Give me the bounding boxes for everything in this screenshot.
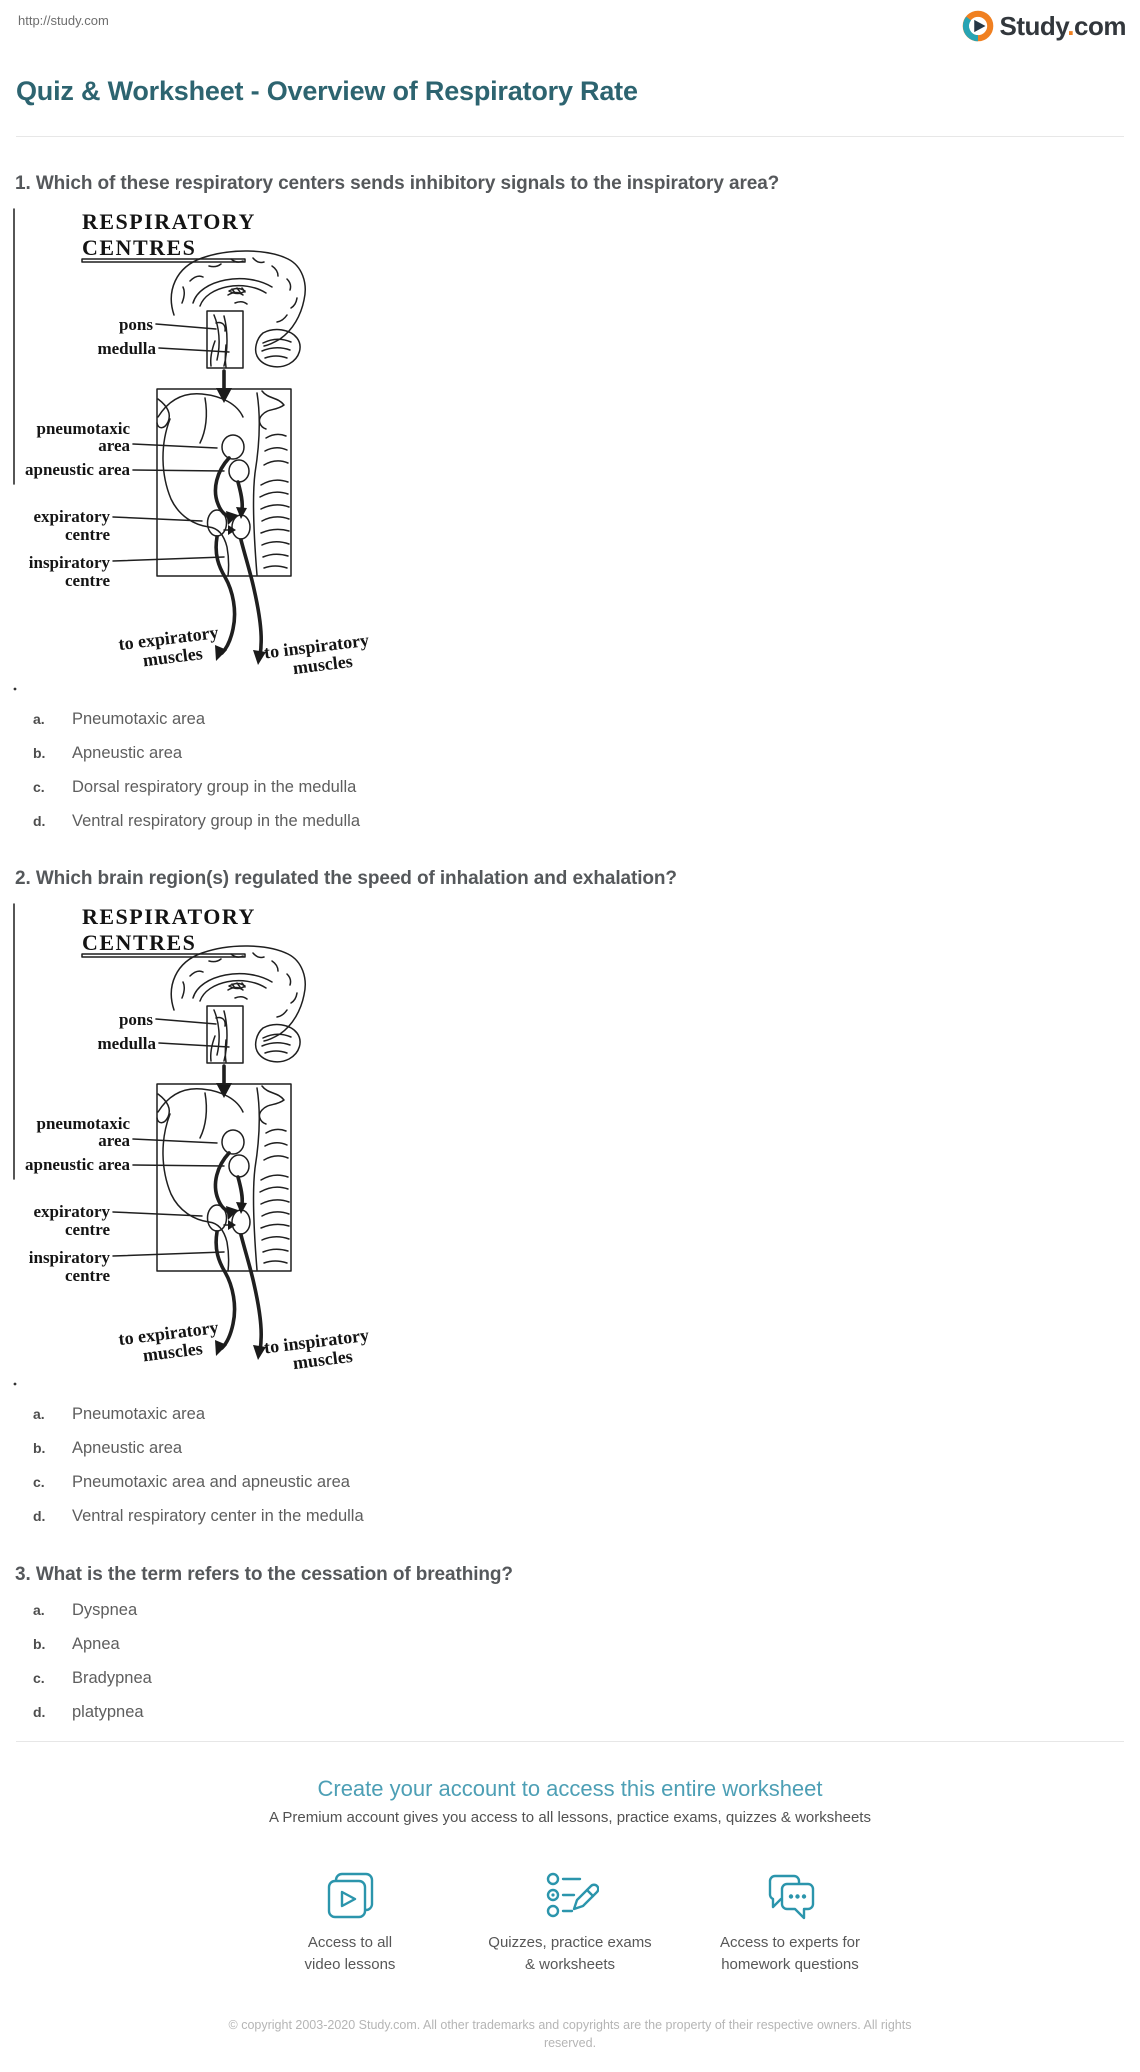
question-2: 2. Which brain region(s) regulated the s… [0,868,1140,1526]
feature-label: Quizzes, practice exams & worksheets [488,1934,652,1973]
choice-option[interactable]: b.Apnea [33,1635,120,1653]
feature-quizzes: Quizzes, practice exams & worksheets [460,1868,680,1976]
feature-label: Access to experts for homework questions [719,1934,861,1973]
page-url: http://study.com [18,13,109,28]
respiratory-centres-diagram [11,902,375,1388]
choice-option[interactable]: c.Pneumotaxic area and apneustic area [33,1473,350,1491]
choice-option[interactable]: a.Pneumotaxic area [33,710,205,728]
choice-option[interactable]: d.Ventral respiratory center in the medu… [33,1507,364,1525]
choice-option[interactable]: d.Ventral respiratory group in the medul… [33,812,360,830]
choice-option[interactable]: a.Pneumotaxic area [33,1405,205,1423]
divider-top [16,136,1124,137]
feature-experts: Access to experts for homework questions [680,1868,900,1976]
studycom-play-icon [962,10,993,42]
video-lessons-icon [327,1872,374,1919]
question-1-text: 1. Which of these respiratory centers se… [15,173,780,194]
choice-option[interactable]: c.Bradypnea [33,1669,152,1687]
footer-cta: Create your account to access this entir… [0,1776,1140,2072]
question-2-choices: a.Pneumotaxic area b.Apneustic area c.Pn… [33,1404,1140,1526]
question-3-choices: a.Dyspnea b.Apnea c.Bradypnea d.platypne… [33,1600,1140,1722]
question-1-choices: a.Pneumotaxic area b.Apneustic area c.Do… [33,709,1140,831]
question-3-text: 3. What is the term refers to the cessat… [15,1564,513,1585]
studycom-logo-text: Study.com [999,11,1127,41]
choice-option[interactable]: a.Dyspnea [33,1601,138,1619]
page-title: Quiz & Worksheet - Overview of Respirato… [16,76,638,106]
choice-option[interactable]: b.Apneustic area [33,1439,183,1457]
create-account-heading[interactable]: Create your account to access this entir… [317,1776,823,1801]
premium-subheading: A Premium account gives you access to al… [269,1809,871,1826]
question-1: 1. Which of these respiratory centers se… [0,173,1140,831]
divider-footer [16,1741,1124,1742]
feature-video-lessons: Access to all video lessons [240,1868,460,1976]
copyright-notice: © copyright 2003-2020 Study.com. All oth… [228,2018,912,2050]
chat-experts-icon [768,1874,815,1920]
feature-label: Access to all video lessons [304,1934,396,1973]
choice-option[interactable]: c.Dorsal respiratory group in the medull… [33,778,357,796]
page-header: http://study.com Study.com [0,0,1140,46]
studycom-logo[interactable]: Study.com [962,10,1127,42]
quiz-pencil-icon [546,1872,599,1918]
question-3: 3. What is the term refers to the cessat… [0,1564,1140,1722]
choice-option[interactable]: d.platypnea [33,1703,144,1721]
choice-option[interactable]: b.Apneustic area [33,744,183,762]
question-2-text: 2. Which brain region(s) regulated the s… [15,868,677,889]
respiratory-centres-diagram [11,207,375,693]
feature-row: Access to all video lessons Quizzes, pra… [0,1868,1140,1976]
